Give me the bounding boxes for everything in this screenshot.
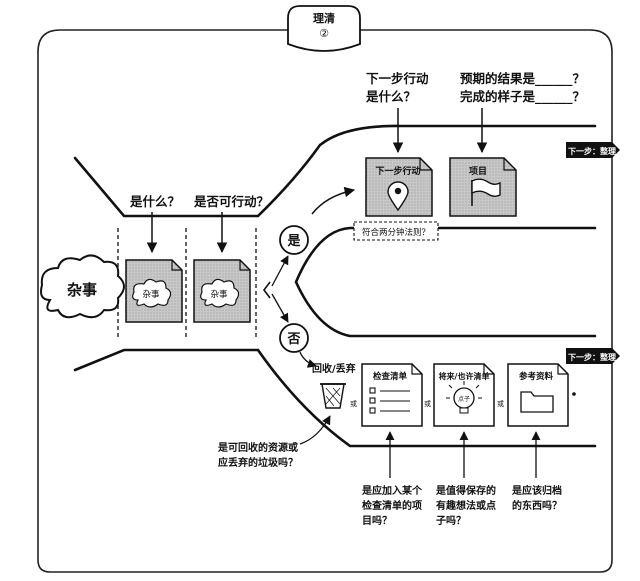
what-question: 是什么？ [129, 194, 180, 209]
two-minute-rule-box [353, 221, 439, 241]
trash-question-line1: 是可回收的资源或 [217, 441, 298, 454]
or-label-3: 或 [497, 399, 504, 408]
someday-question-line1: 是值得保存的 [435, 484, 496, 497]
funnel [73, 124, 597, 448]
outer-frame [37, 29, 613, 573]
trash-bin-icon [320, 383, 346, 409]
yes-label: 是 [286, 234, 301, 249]
or-label-2: 或 [424, 399, 431, 408]
svg-text:下一步：整理: 下一步：整理 [568, 146, 616, 156]
stuff-card-1: 杂事 [125, 259, 183, 323]
no-label: 否 [286, 332, 300, 347]
lightbulb-icon: 点子 [446, 381, 482, 414]
checklist-icon [369, 387, 410, 414]
yes-circle: 是 [279, 225, 309, 255]
two-minute-rule-label: 符合两分钟法则？ [362, 227, 430, 238]
checklist-question-line2: 检查清单的项 [362, 499, 422, 512]
outcome-question-line2: 完成的样子是______？ [460, 89, 585, 105]
someday-question-line3: 子吗？ [436, 515, 466, 527]
folder-icon [520, 391, 554, 413]
lightbulb-text: 点子 [458, 395, 470, 403]
reference-question-line2: 的东西吗？ [512, 499, 562, 512]
next-action-card: 下一步行动 [365, 157, 433, 217]
next-action-question-line2: 是什么？ [365, 89, 416, 104]
actionable-question: 是否可行动？ [193, 194, 269, 209]
next-action-card-label: 下一步行动 [375, 165, 420, 177]
someday-card-label: 将来/也许清单 [439, 371, 490, 381]
someday-card: 将来/也许清单 点子 [433, 363, 495, 427]
stuff-card-2: 杂事 [193, 259, 251, 323]
location-pin-icon [387, 181, 409, 212]
checklist-card: 检查清单 [361, 363, 423, 427]
or-label-1: 或 [350, 399, 357, 408]
project-card-label: 项目 [469, 166, 487, 177]
stuff-dashed-box [117, 228, 257, 338]
svg-text:下一步：整理: 下一步：整理 [568, 352, 616, 362]
reference-card-label: 参考资料 [519, 371, 554, 382]
header-tab: 理清 ② [287, 5, 361, 52]
reference-question-line1: 是应该归档 [511, 484, 562, 497]
next-step-tag-top: 下一步：整理 [566, 142, 620, 158]
next-step-tag-bottom: 下一步：整理 [566, 348, 620, 364]
trash-label: 回收/丢弃 [312, 362, 356, 375]
checklist-question-line1: 是应加入某个 [361, 484, 423, 497]
header-number: ② [319, 27, 329, 40]
header-title: 理清 [313, 11, 335, 25]
inbox-label: 杂事 [67, 281, 97, 299]
next-action-question-line1: 下一步行动 [366, 71, 429, 86]
no-circle: 否 [279, 323, 309, 353]
checklist-card-label: 检查清单 [373, 371, 408, 382]
project-card: 项目 [449, 157, 517, 217]
reference-card: 参考资料 [507, 363, 569, 427]
stuff-card-1-label: 杂事 [142, 289, 160, 300]
someday-question-line2: 有趣想法或点 [436, 499, 496, 512]
flag-icon [471, 178, 501, 206]
checklist-question-line3: 目吗？ [362, 515, 392, 527]
trash-question-line2: 应丢弃的垃圾吗？ [218, 456, 298, 469]
stuff-card-2-label: 杂事 [210, 289, 228, 300]
outcome-question-line1: 预期的结果是______？ [460, 71, 585, 87]
inbox-cloud: 杂事 [40, 254, 125, 319]
